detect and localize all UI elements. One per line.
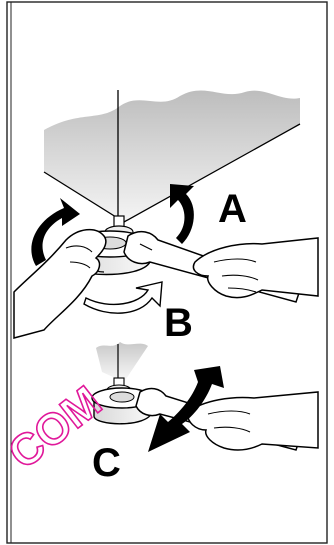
rotate-clockwise-arrow (170, 184, 194, 244)
return-direction-arrow (84, 282, 162, 313)
label-a: A (218, 187, 247, 231)
label-c: C (92, 441, 121, 485)
right-hand-lower (188, 392, 318, 450)
label-b: B (164, 301, 193, 345)
right-hand-upper (193, 238, 318, 298)
left-hand-upper (14, 230, 106, 338)
